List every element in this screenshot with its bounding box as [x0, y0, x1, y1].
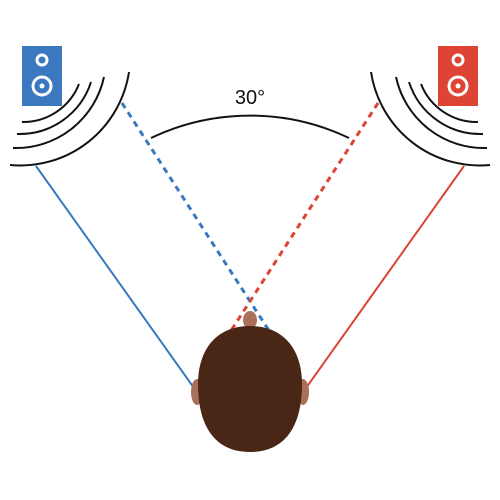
left-speaker-woofer-center — [39, 83, 45, 89]
left-speaker-to-left-ear-line — [35, 165, 195, 389]
left-speaker-crosstalk-line — [120, 102, 308, 389]
left-speaker-woofer — [31, 75, 53, 97]
head-hair — [198, 326, 302, 452]
left-wave-4 — [9, 71, 130, 167]
right-speaker-tweeter — [451, 53, 465, 67]
right-speaker-woofer-center — [455, 83, 461, 89]
left-speaker-tweeter — [35, 53, 49, 67]
right-wave-1 — [420, 83, 479, 124]
left-speaker-icon — [22, 46, 62, 106]
angle-label: 30° — [235, 87, 265, 109]
angle-arc — [150, 114, 350, 139]
listener-head-icon — [191, 311, 309, 452]
right-speaker-crosstalk-line — [192, 102, 380, 389]
right-wave-2 — [408, 81, 484, 136]
left-wave-2 — [16, 81, 92, 136]
left-wave-3 — [12, 76, 105, 150]
right-speaker-icon — [438, 46, 478, 106]
right-wave-3 — [395, 76, 488, 150]
right-speaker-to-right-ear-line — [305, 165, 465, 389]
left-sound-waves-icon — [9, 71, 130, 167]
left-wave-1 — [21, 83, 80, 124]
right-wave-4 — [370, 71, 491, 167]
right-sound-waves-icon — [370, 71, 491, 167]
nose — [243, 311, 257, 329]
right-speaker-woofer — [447, 75, 469, 97]
